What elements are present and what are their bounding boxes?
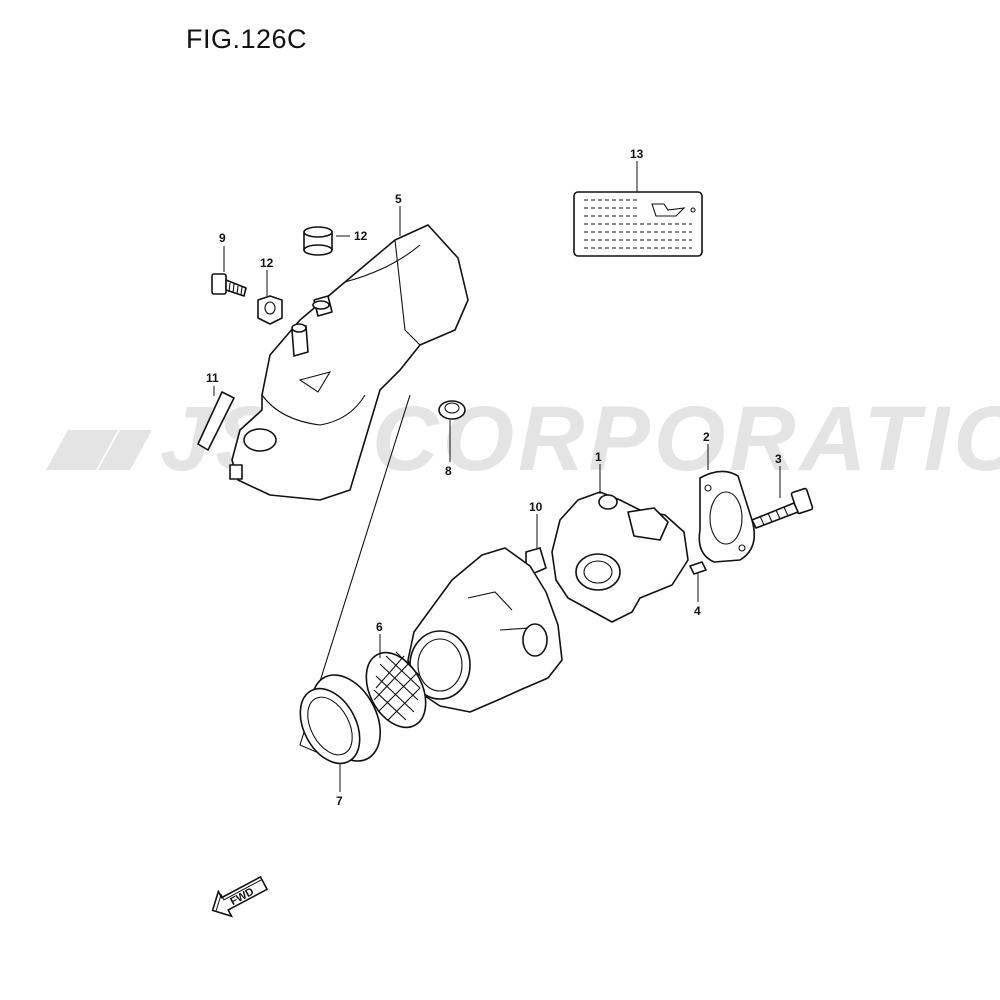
callout-1: 1 <box>595 450 602 464</box>
watermark-logo <box>46 430 152 470</box>
part-11-seal-strip[interactable] <box>197 391 235 451</box>
callout-7: 7 <box>336 794 343 808</box>
callout-12-left: 12 <box>260 256 274 270</box>
callout-13: 13 <box>630 147 644 161</box>
figure-title: FIG.126C <box>186 24 308 54</box>
callout-4: 4 <box>694 604 701 618</box>
part-5-intake-silencer[interactable] <box>229 224 469 501</box>
part-12-grommet-top[interactable] <box>303 226 333 256</box>
callout-9: 9 <box>219 231 226 245</box>
callouts: 9 12 12 5 13 11 8 1 2 3 10 4 6 7 <box>206 147 782 808</box>
part-13-caution-label[interactable] <box>573 191 703 257</box>
callout-10: 10 <box>529 500 543 514</box>
callout-2: 2 <box>703 430 710 444</box>
part-9-bolt[interactable] <box>211 273 247 297</box>
part-7-hose[interactable] <box>288 663 394 773</box>
watermark: JSP CORPORATION <box>46 388 1000 490</box>
part-12-grommet-left[interactable] <box>257 295 283 325</box>
callout-8: 8 <box>445 464 452 478</box>
throttle-housing <box>407 547 563 713</box>
part-6-screen[interactable] <box>354 642 437 737</box>
callout-6: 6 <box>376 620 383 634</box>
fwd-label: FWD <box>228 886 256 908</box>
part-8-plug[interactable] <box>438 400 466 420</box>
callout-3: 3 <box>775 452 782 466</box>
part-1-throttle-body[interactable] <box>551 491 689 623</box>
leader-lines <box>213 161 781 792</box>
fwd-direction-badge: FWD <box>211 875 269 918</box>
part-2-gasket[interactable] <box>698 470 756 563</box>
part-3-bolt[interactable] <box>751 487 814 529</box>
callout-12-top: 12 <box>354 229 368 243</box>
callout-5: 5 <box>395 192 402 206</box>
callout-11: 11 <box>206 371 219 385</box>
fwd-arrow-icon <box>211 875 269 918</box>
part-4-pin[interactable] <box>689 561 707 575</box>
